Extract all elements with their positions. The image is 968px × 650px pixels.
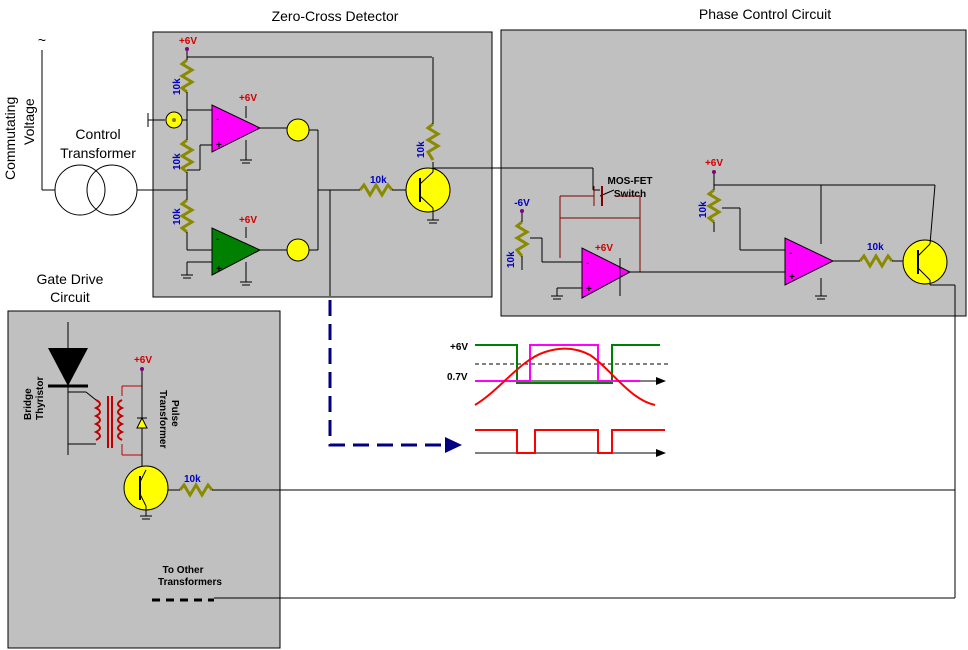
phase-op1-minus: - (586, 258, 589, 269)
phase-op1-plus: + (586, 284, 592, 295)
zc-upper-plus: + (216, 140, 222, 151)
zc-r1-value: 10k (172, 78, 183, 95)
zc-r2-value: 10k (172, 153, 183, 170)
zc-lower-plus: + (216, 264, 222, 275)
gate-drive-title-line1: Gate Drive (37, 271, 104, 287)
bridge-label-line2: Thyristor (35, 377, 46, 420)
zc-base-resistor-value: 10k (370, 175, 387, 186)
zc-reference-node (147, 111, 187, 129)
zc-supply-label: +6V (179, 36, 197, 47)
phase-opamp-2: +6V 10k - + 10k (214, 158, 956, 599)
gate-drive-circuit: Bridge Thyristor +6V Pulse Transformer 1… (23, 322, 222, 602)
bridge-label-line1: Bridge (23, 388, 34, 420)
waveform-diagram: +6V 0.7V (447, 342, 668, 457)
gate-supply-label: +6V (134, 355, 152, 366)
phase-opamp-1: -6V 10k - + +6V (506, 198, 760, 300)
zero-cross-panel (152, 31, 493, 298)
zero-cross-title: Zero-Cross Detector (272, 8, 399, 24)
zc-output-stage: 10k 10k (317, 57, 594, 296)
gate-drive-title-line2: Circuit (50, 289, 90, 305)
zc-upper-supply: +6V (239, 93, 257, 104)
mosfet-label-line1: MOS-FET (608, 176, 653, 187)
zc-opamp-lower: - + +6V (181, 215, 318, 286)
control-transformer-title-line2: Transformer (60, 145, 136, 161)
phase-pot2-value: 10k (698, 201, 709, 218)
other-transformers-line1: To Other (163, 565, 204, 576)
mosfet-switch: MOS-FET Switch (559, 176, 653, 272)
zero-cross-divider: +6V 10k 10k 10k (172, 36, 432, 251)
phase-base-resistor-value: 10k (867, 242, 884, 253)
phase-op1-supply: +6V (595, 243, 613, 254)
phase-control-panel (500, 29, 967, 317)
pulse-label-line1: Pulse (169, 400, 180, 427)
zc-lower-minus: - (216, 234, 219, 245)
phase-pot2-supply: +6V (705, 158, 723, 169)
wave-v07-label: 0.7V (447, 372, 468, 383)
control-transformer-title-line1: Control (75, 126, 120, 142)
zc-r3-value: 10k (172, 208, 183, 225)
phase-neg-supply: -6V (514, 198, 530, 209)
wave-v6-label: +6V (450, 342, 468, 353)
phase-op2-plus: + (789, 272, 795, 283)
mosfet-label-line2: Switch (614, 189, 646, 200)
phase-op2-minus: - (789, 248, 792, 259)
control-transformer (41, 50, 187, 216)
pulse-label-line2: Transformer (157, 390, 168, 448)
zc-upper-minus: - (216, 114, 219, 125)
commutating-label-line1: Commutating (2, 97, 18, 180)
gate-base-resistor-value: 10k (184, 474, 201, 485)
zc-collector-resistor-value: 10k (416, 141, 427, 158)
timing-arrow (328, 300, 462, 453)
phase-control-title: Phase Control Circuit (699, 6, 831, 22)
commutating-label-line2: Voltage (21, 98, 37, 145)
ac-source-symbol: ~ (38, 32, 46, 48)
zc-lower-supply: +6V (239, 215, 257, 226)
zc-opamp-upper: - + +6V (211, 93, 318, 164)
other-transformers-line2: Transformers (158, 577, 222, 588)
phase-pot1-value: 10k (506, 251, 517, 268)
